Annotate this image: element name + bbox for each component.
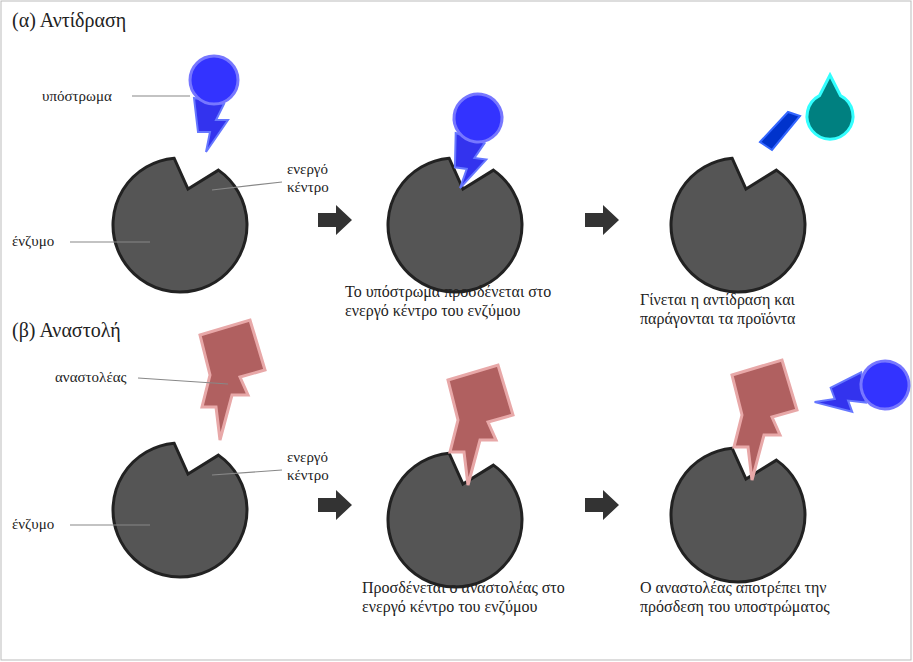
enzyme — [671, 158, 805, 292]
leader-line — [138, 378, 228, 384]
enzyme — [388, 453, 522, 587]
leader-line — [70, 241, 150, 242]
step-arrows — [318, 205, 619, 520]
leader-line — [212, 470, 282, 475]
enzyme — [671, 448, 805, 582]
section-heading: (α) Αντίδραση — [12, 8, 232, 32]
leader-line — [132, 95, 190, 96]
leader-line — [212, 182, 282, 190]
inhibitor — [732, 360, 797, 480]
part-label: ενεργό κέντρο — [287, 160, 357, 196]
enzyme — [113, 443, 247, 577]
substrate — [809, 354, 913, 432]
enzyme — [388, 158, 522, 292]
inhibitor — [200, 320, 265, 440]
substrate — [444, 91, 505, 193]
step-arrow — [318, 205, 352, 235]
leader-lines — [70, 96, 282, 525]
step-caption: Προσδένεται ο αναστολέας στο ενεργό κέντ… — [362, 578, 572, 616]
enzyme — [113, 158, 247, 292]
step-arrow — [585, 490, 619, 520]
part-label: ενεργό κέντρο — [287, 448, 357, 484]
part-label: αναστολέας — [55, 368, 155, 386]
leader-line — [70, 524, 150, 525]
product — [807, 75, 853, 139]
step-arrow — [318, 490, 352, 520]
step-caption: Ο αναστολέας αποτρέπει την πρόσδεση του … — [640, 578, 870, 616]
part-label: υπόστρωμα — [42, 87, 142, 105]
inhibitor — [448, 365, 513, 485]
step-caption: Το υπόστρωμα προσδένεται στο ενεργό κέντ… — [345, 282, 560, 320]
step-caption: Γίνεται η αντίδραση και παράγονται τα πρ… — [640, 290, 865, 328]
part-label: ένζυμο — [12, 232, 92, 250]
product — [760, 112, 800, 150]
substrate — [190, 56, 238, 152]
step-arrow — [585, 205, 619, 235]
section-heading: (β) Αναστολή — [12, 318, 232, 342]
part-label: ένζυμο — [12, 515, 92, 533]
